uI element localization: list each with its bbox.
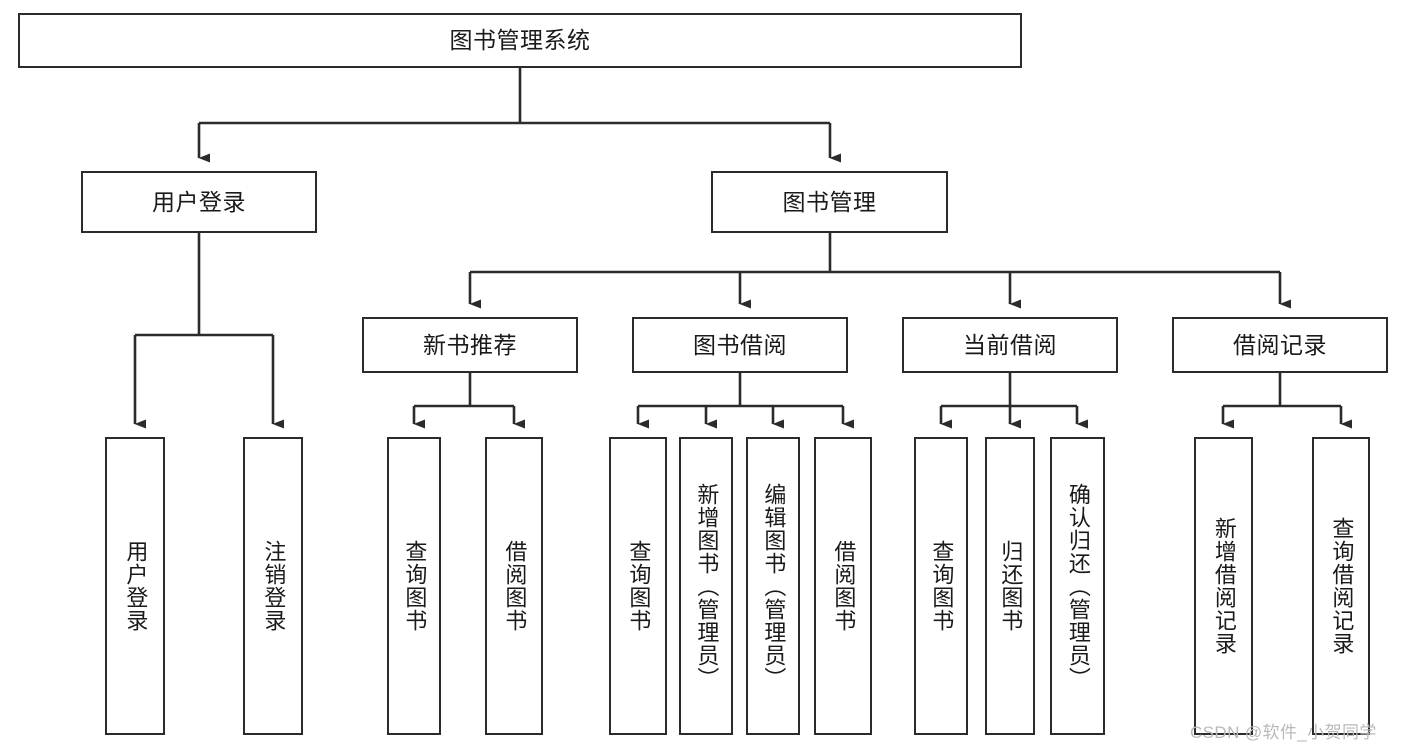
node-root-label: 图书管理系统 <box>449 27 591 54</box>
connector-group-book-borrow <box>636 373 854 429</box>
leaf-add-record[interactable]: 新增借阅记录 <box>1194 437 1253 735</box>
leaf-borrow-book-rec-label: 借阅图书 <box>502 540 528 632</box>
connector-group-new-book-recommend <box>412 373 525 429</box>
leaf-query-book-rec-label: 查询图书 <box>402 540 428 632</box>
node-new-book-recommend-label: 新书推荐 <box>423 331 517 358</box>
connector-group-current-borrow <box>939 373 1088 429</box>
leaf-user-login-label: 用户登录 <box>123 540 149 632</box>
leaf-query-book-borrow[interactable]: 查询图书 <box>609 437 667 735</box>
leaf-return-book[interactable]: 归还图书 <box>985 437 1035 735</box>
node-user-login-label: 用户登录 <box>152 188 246 215</box>
node-root[interactable]: 图书管理系统 <box>18 13 1022 68</box>
leaf-query-book-borrow-label: 查询图书 <box>626 540 652 632</box>
leaf-user-login[interactable]: 用户登录 <box>105 437 165 735</box>
node-new-book-recommend[interactable]: 新书推荐 <box>362 317 578 373</box>
connector-group-root <box>197 68 841 163</box>
connector-group-book-manage <box>468 233 1291 309</box>
leaf-borrow-book[interactable]: 借阅图书 <box>814 437 872 735</box>
node-user-login[interactable]: 用户登录 <box>81 171 317 233</box>
leaf-query-book-rec[interactable]: 查询图书 <box>387 437 441 735</box>
node-book-borrow-label: 图书借阅 <box>693 331 787 358</box>
leaf-borrow-book-rec[interactable]: 借阅图书 <box>485 437 543 735</box>
node-current-borrow[interactable]: 当前借阅 <box>902 317 1118 373</box>
leaf-query-book-current-label: 查询图书 <box>929 540 955 632</box>
connector-group-user-login <box>133 233 284 429</box>
leaf-return-book-label: 归还图书 <box>998 540 1024 632</box>
leaf-confirm-return-label: 确认归还（管理员） <box>1065 482 1091 690</box>
leaf-logout[interactable]: 注销登录 <box>243 437 303 735</box>
leaf-add-book-label: 新增图书（管理员） <box>694 482 720 690</box>
leaf-add-record-label: 新增借阅记录 <box>1211 517 1237 655</box>
node-borrow-record-label: 借阅记录 <box>1233 331 1327 358</box>
leaf-logout-label: 注销登录 <box>261 540 287 632</box>
leaf-query-record-label: 查询借阅记录 <box>1329 517 1355 655</box>
node-borrow-record[interactable]: 借阅记录 <box>1172 317 1388 373</box>
node-book-borrow[interactable]: 图书借阅 <box>632 317 848 373</box>
leaf-query-book-current[interactable]: 查询图书 <box>914 437 968 735</box>
node-current-borrow-label: 当前借阅 <box>963 331 1057 358</box>
leaf-edit-book[interactable]: 编辑图书（管理员） <box>746 437 800 735</box>
leaf-confirm-return[interactable]: 确认归还（管理员） <box>1050 437 1105 735</box>
leaf-borrow-book-label: 借阅图书 <box>831 540 857 632</box>
node-book-manage[interactable]: 图书管理 <box>711 171 948 233</box>
leaf-add-book[interactable]: 新增图书（管理员） <box>679 437 733 735</box>
leaf-query-record[interactable]: 查询借阅记录 <box>1312 437 1370 735</box>
node-book-manage-label: 图书管理 <box>782 188 877 215</box>
csdn-watermark: CSDN @软件_小贺同学 <box>1190 723 1377 742</box>
connector-group-borrow-record <box>1221 373 1352 429</box>
leaf-edit-book-label: 编辑图书（管理员） <box>761 482 787 690</box>
